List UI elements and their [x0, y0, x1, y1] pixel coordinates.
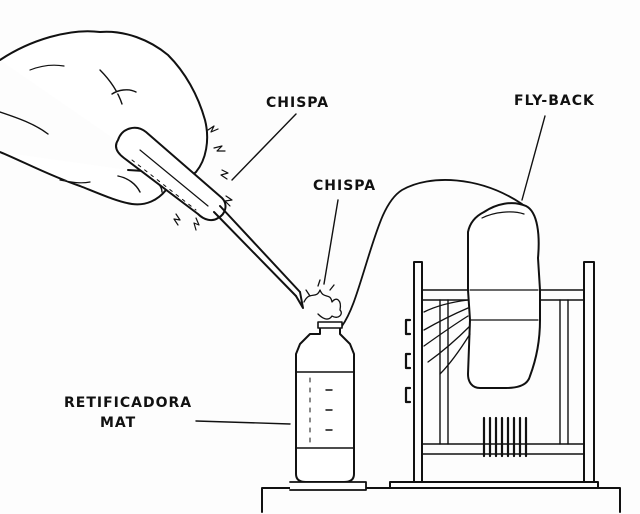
spark-hand [173, 125, 233, 231]
rectifier-bottle [289, 321, 367, 491]
flyback-transformer [389, 202, 599, 489]
spark-tip [303, 279, 342, 320]
label-spark-hand: CHISPA [266, 95, 330, 111]
label-flyback: FLY-BACK [514, 93, 595, 109]
label-rectifier-line2: MAT [100, 415, 137, 431]
label-spark-bottle: CHISPA [313, 178, 377, 194]
leader-lines [195, 113, 546, 425]
screwdriver [115, 126, 304, 309]
table [261, 487, 621, 513]
label-rectifier-line1: RETIFICADORA [64, 395, 193, 411]
